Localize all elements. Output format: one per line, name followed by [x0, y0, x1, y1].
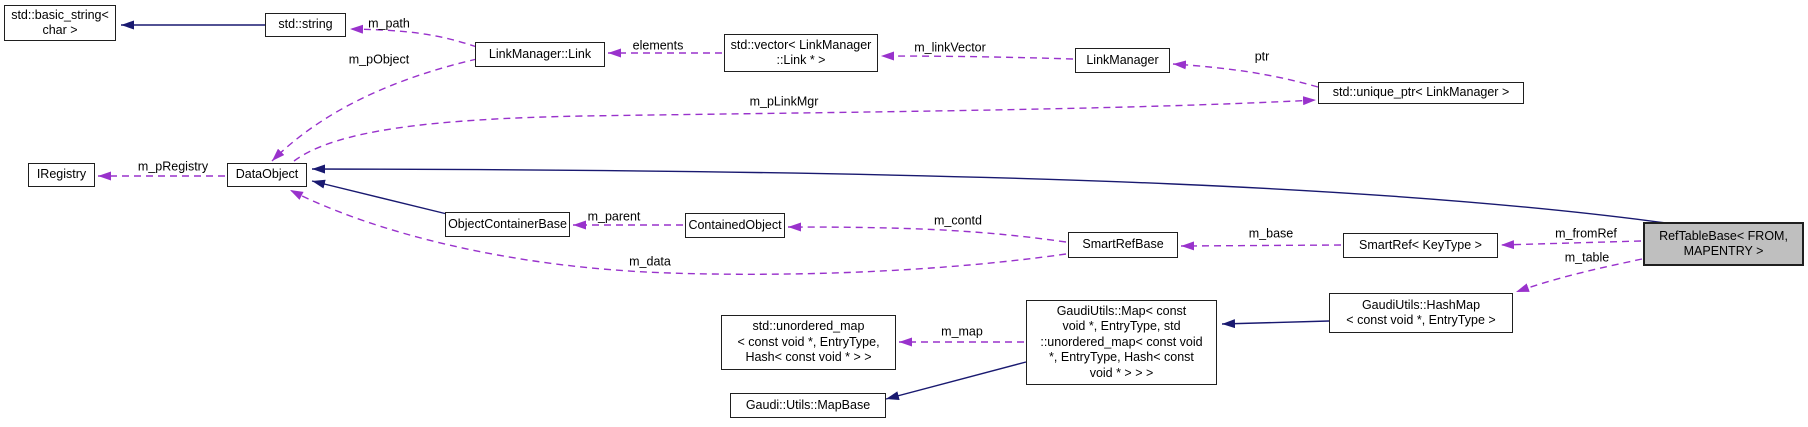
edge-label-m-base: m_base — [1248, 226, 1294, 241]
edge-label-m-path: m_path — [368, 16, 410, 31]
edge-label-m-fromref: m_fromRef — [1555, 226, 1617, 241]
node-std-unordered-map[interactable]: std::unordered_map < const void *, Entry… — [721, 315, 896, 370]
edge-label-m-table: m_table — [1564, 250, 1610, 265]
edge-label-m-map: m_map — [941, 324, 983, 339]
edge-label-m-parent: m_parent — [587, 209, 641, 224]
node-smartrefbase[interactable]: SmartRefBase — [1068, 232, 1178, 258]
edge-m-plinkmgr — [293, 96, 1317, 162]
node-containedobject[interactable]: ContainedObject — [685, 213, 785, 238]
edge-m-linkvector — [880, 51, 1074, 61]
edge-label-elements: elements — [632, 38, 684, 53]
node-dataobject[interactable]: DataObject — [227, 163, 307, 187]
edge-label-m-data: m_data — [629, 254, 671, 269]
node-reftablebase-main: RefTableBase< FROM, MAPENTRY > — [1643, 222, 1804, 266]
node-smartref-keytype[interactable]: SmartRef< KeyType > — [1343, 233, 1498, 258]
node-linkmanager-link[interactable]: LinkManager::Link — [475, 42, 605, 67]
node-objectcontainerbase[interactable]: ObjectContainerBase — [445, 212, 570, 237]
node-std-vector-linkmanager-link[interactable]: std::vector< LinkManager ::Link * > — [724, 34, 878, 72]
edge-inherit-hashmap-map — [1221, 319, 1330, 329]
node-gaudi-utils-mapbase[interactable]: Gaudi::Utils::MapBase — [730, 393, 886, 418]
edge-label-ptr: ptr — [1254, 49, 1270, 64]
edge-m-contd — [787, 222, 1067, 243]
node-std-string[interactable]: std::string — [265, 13, 346, 37]
edge-label-m-pobject: m_pObject — [348, 52, 410, 67]
node-linkmanager[interactable]: LinkManager — [1075, 48, 1170, 73]
edge-inherit-objectcontainerbase-dataobject — [311, 179, 448, 215]
edge-m-path — [349, 24, 478, 48]
node-gaudiutils-map[interactable]: GaudiUtils::Map< const void *, EntryType… — [1026, 300, 1217, 385]
node-gaudiutils-hashmap[interactable]: GaudiUtils::HashMap < const void *, Entr… — [1329, 293, 1513, 333]
edge-m-fromref — [1500, 240, 1642, 250]
edge-label-m-plinkmgr: m_pLinkMgr — [749, 94, 819, 109]
edge-m-pobject — [271, 58, 478, 162]
edge-label-m-contd: m_contd — [934, 213, 982, 228]
node-iregistry[interactable]: IRegistry — [28, 163, 95, 187]
edge-label-m-linkvector: m_linkVector — [914, 40, 986, 55]
edge-inherit-map-mapbase — [885, 361, 1027, 401]
edge-label-m-pregistry: m_pRegistry — [137, 159, 209, 174]
edge-ptr — [1172, 60, 1319, 88]
node-std-unique-ptr-linkmanager[interactable]: std::unique_ptr< LinkManager > — [1318, 82, 1524, 104]
edge-m-data — [289, 189, 1067, 275]
edge-m-base — [1180, 241, 1342, 251]
node-std-basic-string[interactable]: std::basic_string< char > — [4, 5, 116, 41]
